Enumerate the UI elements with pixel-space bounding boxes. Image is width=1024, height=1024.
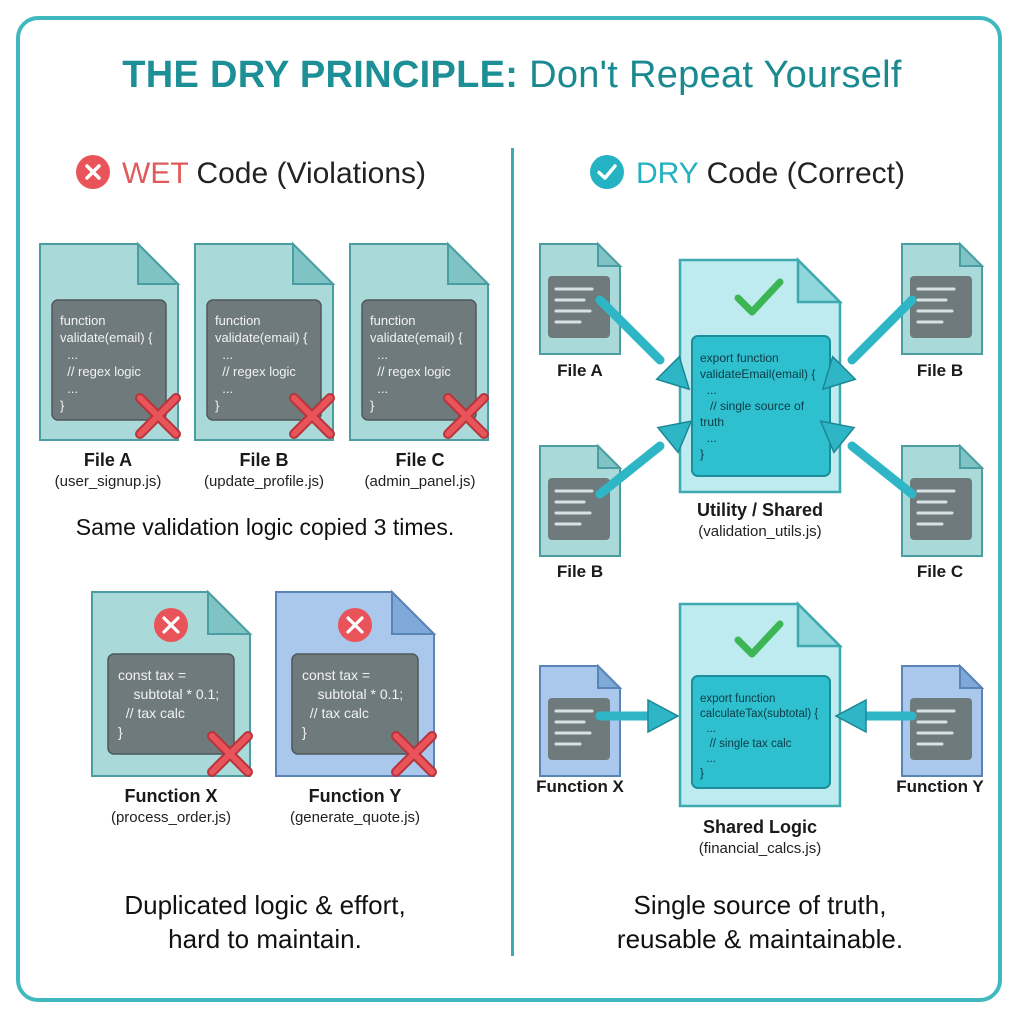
wet-file-c-doc (349, 243, 489, 441)
dry-util-name: Utility / Shared (696, 500, 824, 520)
wet-file-a-doc (39, 243, 178, 441)
check-icon (734, 278, 784, 316)
wet-file-b-label: File B (239, 450, 289, 470)
wet-caption-2-line-1: Duplicated logic & effort, (124, 890, 406, 920)
wet-word: WET (122, 157, 189, 190)
dry-caption-line-1: Single source of truth, (633, 890, 887, 920)
wet-function-x-label: Function X (124, 786, 218, 806)
center-divider (511, 148, 514, 956)
dry-function-y-doc (900, 664, 984, 778)
wet-function-y-doc (275, 589, 434, 777)
import-arrows (595, 295, 917, 721)
dry-file-b-top-label: File B (916, 361, 964, 380)
dry-caption: Single source of truth, reusable & maint… (560, 888, 960, 956)
wet-heading: WET Code (Violations) (76, 155, 426, 191)
page-title: THE DRY PRINCIPLE: Don't Repeat Yourself (0, 54, 1024, 97)
dry-function-x-label: Function X (536, 777, 624, 796)
wet-heading-rest: Code (Violations) (188, 157, 427, 190)
wet-function-x-doc (91, 589, 250, 777)
wet-caption-2: Duplicated logic & effort, hard to maint… (60, 888, 470, 956)
title-rest: Don't Repeat Yourself (518, 54, 902, 96)
wet-file-c-label: File C (395, 450, 445, 470)
dry-file-c-label: File C (916, 562, 964, 581)
dry-logic-name: Shared Logic (702, 817, 818, 837)
shared-logic-doc (678, 600, 844, 808)
wet-code-c: function validate(email) { ... // regex … (370, 313, 463, 413)
dry-util-file: (validation_utils.js) (698, 523, 822, 540)
dry-heading-rest: Code (Correct) (698, 157, 905, 190)
dry-tax-code: export function calculateTax(subtotal) {… (700, 693, 819, 780)
wet-file-a-label: File A (83, 450, 133, 470)
dry-file-b-bottom-label: File B (556, 562, 604, 581)
wet-function-x-file: (process_order.js) (110, 809, 232, 826)
dry-logic-file: (financial_calcs.js) (698, 840, 822, 857)
check-circle-icon (590, 155, 624, 189)
dry-function-y-label: Function Y (896, 777, 984, 796)
wet-caption-1: Same validation logic copied 3 times. (75, 514, 455, 540)
dry-word: DRY (636, 157, 699, 190)
wet-code-b: function validate(email) { ... // regex … (215, 313, 308, 413)
wet-code-a: function validate(email) { ... // regex … (60, 313, 153, 413)
diagram-frame (16, 16, 1002, 1002)
wet-function-y-label: Function Y (308, 786, 402, 806)
wet-code-x: const tax = subtotal * 0.1; // tax calc … (118, 667, 220, 740)
dry-shared-code: export function validateEmail(email) { .… (700, 351, 816, 461)
x-circle-icon (76, 155, 110, 189)
dry-heading: DRY Code (Correct) (590, 155, 905, 191)
dry-file-c-doc (900, 444, 984, 558)
dry-function-x-doc (538, 664, 622, 778)
wet-caption-2-line-2: hard to maintain. (168, 924, 362, 954)
title-strong: THE DRY PRINCIPLE: (122, 54, 519, 96)
wet-file-b-file: (update_profile.js) (203, 473, 325, 490)
wet-file-b-doc (194, 243, 333, 441)
shared-utility-doc (678, 256, 844, 494)
dry-file-a-doc (538, 242, 622, 356)
wet-code-y: const tax = subtotal * 0.1; // tax calc … (302, 667, 404, 740)
dry-file-a-label: File A (557, 361, 603, 380)
check-icon (734, 620, 784, 658)
wet-file-a-file: (user_signup.js) (54, 473, 162, 490)
wet-function-y-file: (generate_quote.js) (289, 809, 421, 826)
dry-caption-line-2: reusable & maintainable. (616, 924, 904, 954)
dry-file-b-bottom-doc (538, 444, 622, 558)
wet-file-c-file: (admin_panel.js) (364, 473, 476, 490)
